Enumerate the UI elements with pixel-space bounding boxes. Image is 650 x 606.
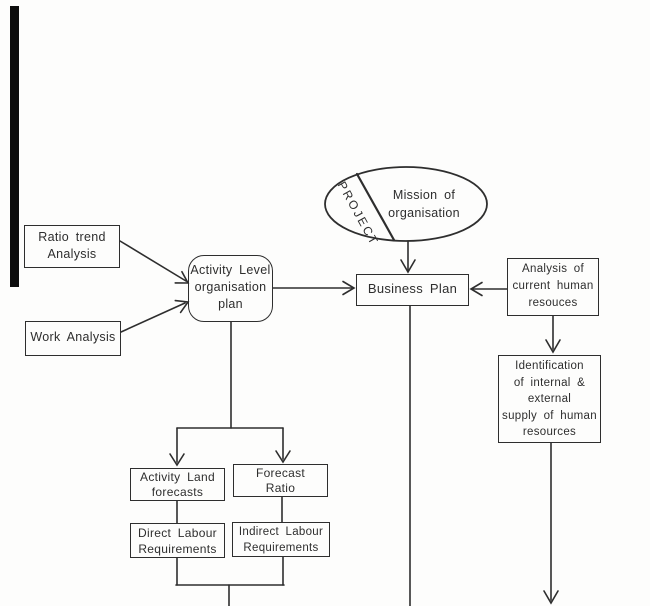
node-label-line: resources: [522, 426, 577, 438]
node-analysis-current-human-resources: Analysis of current human resouces: [507, 258, 599, 316]
arrow-analysis-hr-to-business-plan: [469, 281, 508, 297]
node-ratio-trend-analysis: Ratio trend Analysis: [24, 225, 120, 268]
mission-label-line: organisation: [388, 206, 460, 220]
node-business-plan: Business Plan: [356, 274, 469, 306]
node-label-line: of internal &: [513, 376, 586, 389]
node-label-line: Ratio trend: [38, 230, 106, 244]
node-label-line: Analysis: [47, 247, 97, 261]
arrow-work-analysis-to-activity-level: [120, 299, 190, 333]
node-activity-level-organisation-plan: Activity Level organisation plan: [188, 255, 273, 322]
mission-label-line: Mission of: [392, 188, 456, 202]
node-label-line: Work Analysis: [30, 330, 116, 344]
node-label-line: plan: [218, 297, 243, 311]
arrow-mission-to-business-plan: [400, 240, 416, 274]
node-label-line: Business Plan: [367, 281, 458, 296]
mission-ellipse-outline: [324, 166, 488, 242]
arrow-ratio-trend-to-activity-level: [119, 240, 190, 284]
node-label-line: current human: [512, 280, 594, 292]
node-identification-supply-human-resources: Identification of internal & external su…: [498, 355, 601, 443]
join-labour-requirements-to-bottom: [175, 556, 285, 606]
node-label-line: Requirements: [138, 542, 217, 556]
node-label-line: Forecast: [255, 466, 306, 480]
arrow-identification-to-bottom: [543, 442, 559, 605]
project-ribbon-line: [355, 172, 396, 242]
node-label-line: Ratio: [265, 481, 296, 495]
node-label-line: Direct Labour: [138, 526, 217, 540]
node-activity-land-forecasts: Activity Land forecasts: [130, 468, 225, 501]
node-label-line: Requirements: [243, 542, 319, 554]
node-label-line: forecasts: [151, 485, 204, 499]
node-work-analysis: Work Analysis: [25, 321, 121, 356]
node-mission-of-organisation: Mission of organisation: [364, 186, 484, 222]
node-label-line: organisation: [194, 280, 267, 294]
node-label-line: Identification: [515, 360, 584, 372]
node-label-line: Activity Land: [140, 470, 215, 484]
arrow-analysis-hr-to-identification: [545, 315, 561, 354]
node-indirect-labour-requirements: Indirect Labour Requirements: [232, 522, 330, 557]
node-forecast-ratio: Forecast Ratio: [233, 464, 328, 497]
node-label-line: Analysis of: [522, 263, 584, 275]
node-label-line: Activity Level: [190, 263, 271, 277]
node-label-line: supply of human: [502, 409, 597, 422]
node-label-line: external: [527, 393, 572, 405]
node-direct-labour-requirements: Direct Labour Requirements: [130, 523, 225, 558]
arrow-activity-level-to-business-plan: [272, 280, 356, 296]
node-label-line: Indirect Labour: [238, 526, 324, 538]
scan-artifact-bar: [10, 6, 19, 287]
node-label-line: resouces: [528, 297, 578, 309]
branch-activity-level-to-forecasts: [169, 321, 291, 467]
